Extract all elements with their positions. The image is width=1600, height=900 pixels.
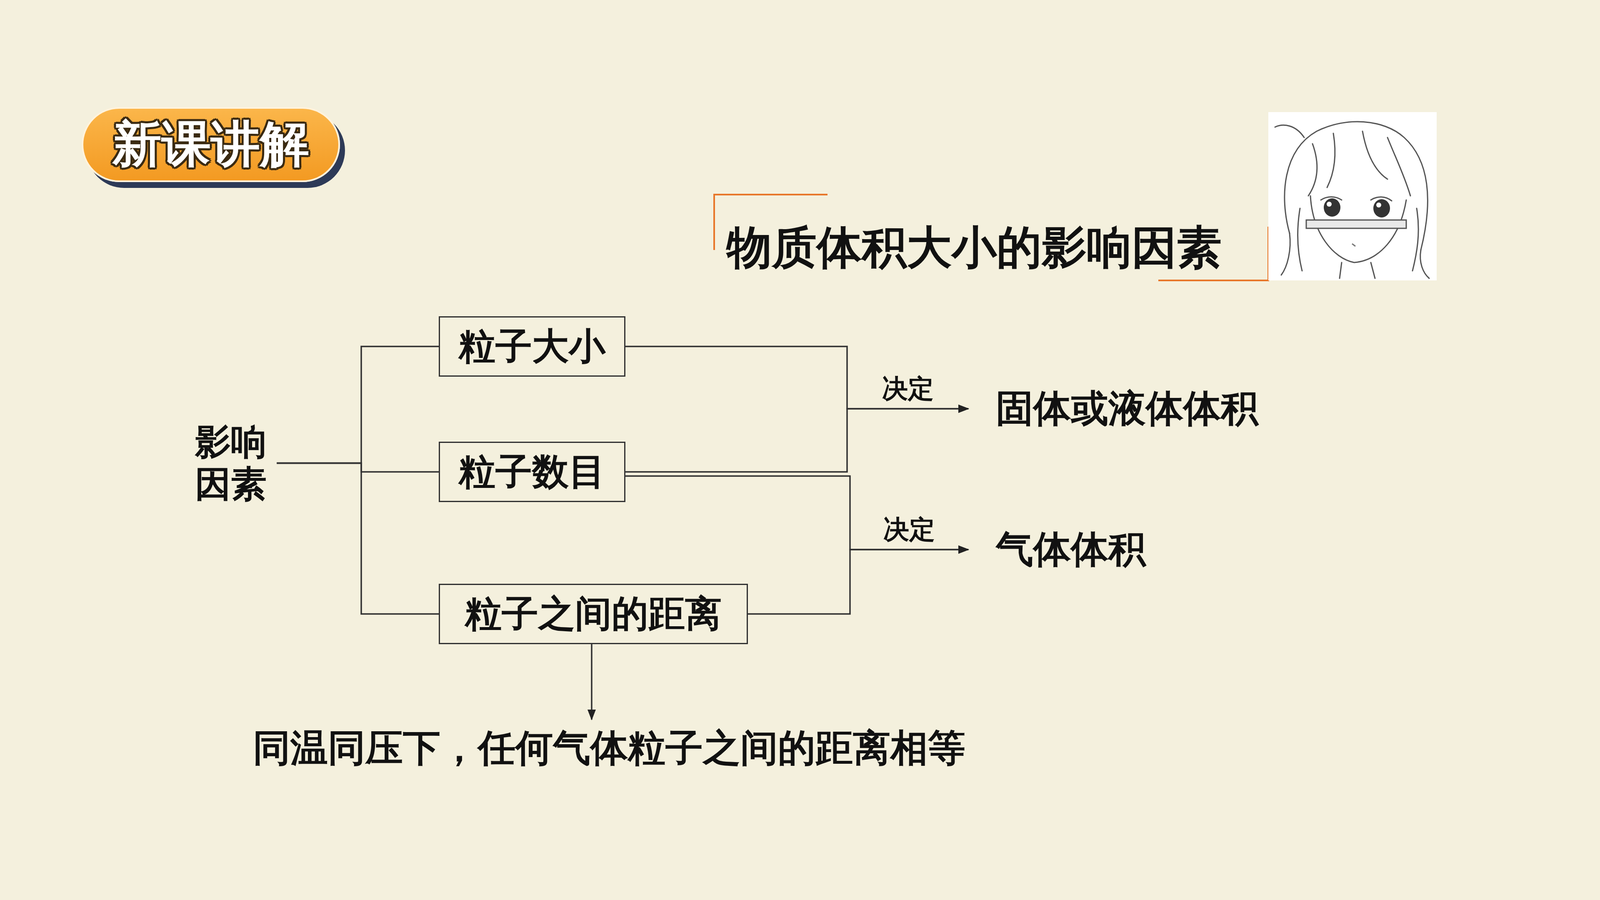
node-text: 粒子大小 [458, 321, 606, 372]
connector [625, 408, 969, 473]
result-text: 气体体积 [995, 524, 1146, 575]
node-text: 新课讲解 [112, 111, 310, 178]
factor-box: 粒子之间的距离 [438, 583, 748, 645]
result-text: 固体或液体体积 [995, 383, 1259, 435]
connector [276, 462, 439, 472]
node-text: 粒子之间的距离 [465, 589, 722, 639]
section-badge: 新课讲解 [81, 107, 340, 183]
node-text: 气体体积 [995, 524, 1146, 575]
node-text: 同温同压下，任何气体粒子之间的距离相等 [252, 722, 966, 774]
edge-label: 决定 [880, 512, 938, 548]
connector [276, 346, 439, 464]
connector [747, 549, 969, 615]
factor-box: 粒子大小 [438, 316, 626, 377]
node-text: 固体或液体体积 [995, 383, 1259, 435]
conclusion-text: 同温同压下，任何气体粒子之间的距离相等 [252, 722, 966, 774]
diagram-title: 物质体积大小的影响因素 [726, 217, 1222, 279]
edge-label: 决定 [879, 371, 937, 407]
connector [625, 346, 969, 410]
connector [276, 462, 439, 614]
node-text: 影响 因素 [195, 420, 269, 506]
node-text: 粒子数目 [458, 447, 606, 497]
connector [625, 476, 969, 550]
girl-illustration [1268, 112, 1437, 281]
connector [590, 644, 593, 720]
factor-label: 影响 因素 [195, 420, 269, 506]
factor-box: 粒子数目 [438, 441, 626, 503]
